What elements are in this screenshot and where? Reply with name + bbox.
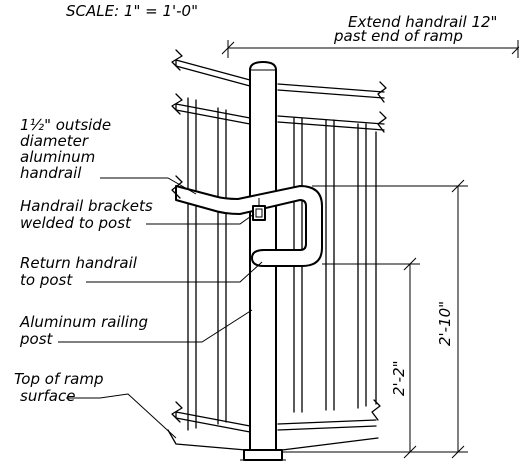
railing-panel (171, 49, 387, 433)
handrail-note-line1: 1½" outside (20, 116, 111, 134)
brackets-note-line2: welded to post (20, 214, 132, 232)
dimension-extend (221, 40, 519, 58)
dimension-2-10 (282, 179, 468, 459)
extend-note-line1: Extend handrail 12" (348, 13, 497, 31)
handrail-with-return (171, 175, 323, 267)
brackets-note-line1: Handrail brackets (20, 197, 153, 215)
return-note-line2: to post (20, 271, 73, 289)
ramp-surface (167, 429, 379, 451)
return-note-line1: Return handrail (20, 254, 138, 272)
handrail-note-line4: handrail (20, 164, 82, 182)
post-note-line2: post (19, 330, 54, 348)
post-note-line1: Aluminum railing (19, 313, 148, 331)
leader-lines (58, 177, 263, 439)
dimension-2-2 (322, 257, 420, 459)
dimension-inner-label: 2'-2" (390, 360, 408, 396)
scale-label: SCALE: 1" = 1'-0" (66, 2, 198, 20)
dimension-outer-label: 2'-10" (436, 301, 454, 346)
handrail-note-line2: diameter (20, 132, 89, 150)
ramp-note-line2: surface (20, 387, 75, 405)
handrail-note-line3: aluminum (20, 148, 95, 166)
extend-note-line2: past end of ramp (333, 27, 463, 45)
handrail-bracket (252, 198, 266, 221)
ramp-note-line1: Top of ramp (14, 370, 104, 388)
